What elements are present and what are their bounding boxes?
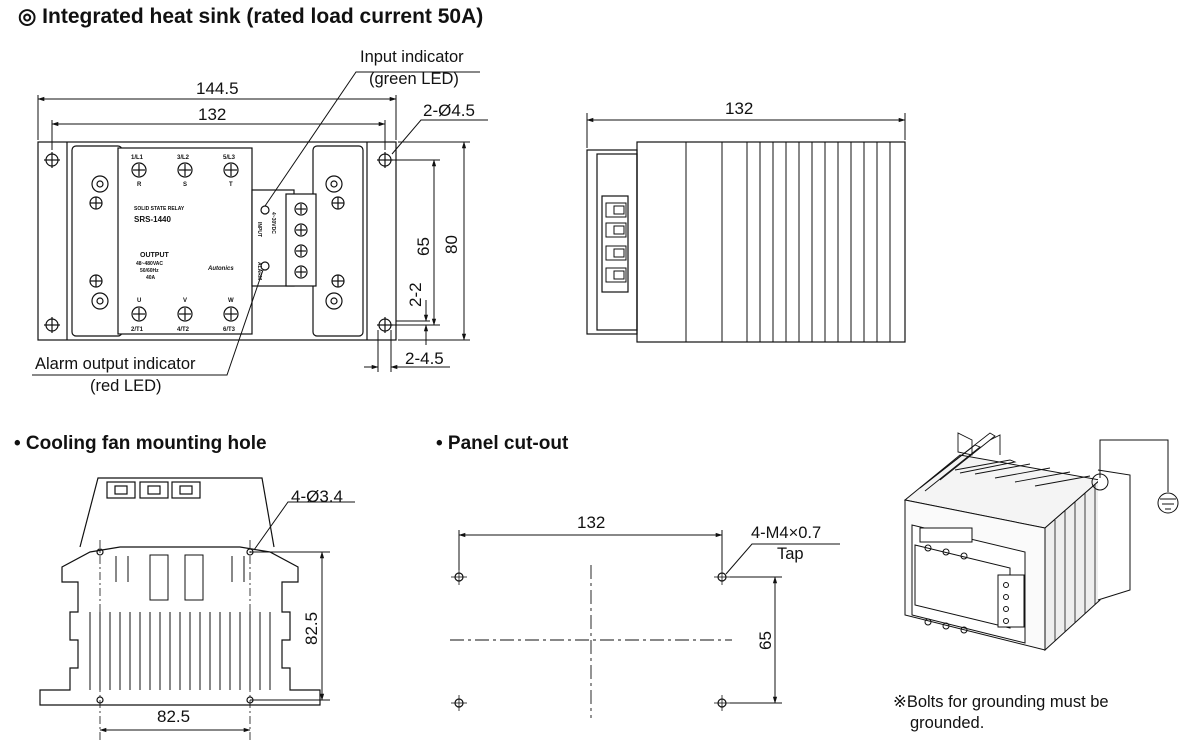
section-cutout-title: • Panel cut-out — [436, 433, 569, 454]
side-view — [586, 113, 906, 343]
dim-cutout-width: 132 — [577, 513, 606, 532]
terminal-2t1: 2/T1 — [131, 327, 144, 333]
left-clamp — [71, 145, 123, 337]
fan-view — [39, 477, 355, 742]
input-indicator-label: Input indicator — [360, 48, 464, 66]
fan-heatsink-outline — [39, 546, 321, 706]
section-fan-title: • Cooling fan mounting hole — [14, 433, 267, 454]
dim-cutout-height: 65 — [756, 631, 775, 650]
dim-hole-pitch: 132 — [198, 105, 227, 124]
terminal-6t3: 6/T3 — [223, 327, 236, 333]
relay-label: SOLID STATE RELAY — [134, 206, 185, 212]
ground-note-line2: grounded. — [910, 714, 985, 732]
side-relay-body — [586, 149, 638, 335]
dim-front-offset-vertical: 2-2 — [406, 282, 425, 307]
dim-hole-callout: 2-Ø4.5 — [423, 101, 475, 120]
dim-overall-width: 144.5 — [196, 79, 239, 98]
alarm-indicator-sublabel: (red LED) — [90, 377, 162, 395]
tap-callout-sublabel: Tap — [777, 545, 804, 563]
ground-symbol-icon — [1157, 492, 1179, 514]
relay-voltage: 48~480VAC — [136, 261, 163, 267]
cutout-holes — [451, 569, 730, 711]
front-view — [32, 71, 480, 376]
relay-input-voltage: 4~30VDC — [270, 212, 276, 234]
phase-w: W — [228, 298, 234, 304]
dim-fan-vertical: 82.5 — [302, 612, 321, 645]
alarm-indicator-label: Alarm output indicator — [35, 355, 196, 373]
iso-input-terminals — [1003, 582, 1009, 624]
dim-side-width: 132 — [725, 99, 754, 118]
phase-v: V — [183, 298, 187, 304]
clamp-screws — [89, 175, 345, 310]
dim-front-height: 80 — [442, 235, 461, 254]
phase-r: R — [137, 182, 142, 188]
relay-input: INPUT — [256, 222, 262, 237]
side-heatsink — [636, 141, 906, 343]
dim-offset-horizontal: 2-4.5 — [405, 349, 444, 368]
terminal-4t2: 4/T2 — [177, 327, 190, 333]
ground-note-line1: ※Bolts for grounding must be — [893, 693, 1109, 711]
front-base-plate — [37, 141, 397, 341]
terminal-5l3: 5/L3 — [223, 155, 236, 161]
fan-fins — [89, 554, 271, 690]
front-mounting-holes — [44, 152, 393, 333]
relay-model: SRS-1440 — [134, 215, 171, 224]
fan-relay-outline — [79, 477, 275, 548]
relay-brand: Autonics — [207, 266, 234, 272]
isometric-view — [903, 432, 1179, 652]
page-title: ◎ Integrated heat sink (rated load curre… — [18, 5, 484, 28]
relay-output: OUTPUT — [140, 252, 170, 259]
tap-callout-label: 4-M4×0.7 — [751, 524, 822, 542]
relay-frequency: 50/60Hz — [140, 268, 159, 274]
terminal-1l1: 1/L1 — [131, 155, 144, 161]
side-terminal-block — [601, 195, 629, 293]
cutout-view — [450, 530, 840, 718]
relay-current: 40A — [146, 275, 156, 281]
relay-alarm: ALARM — [256, 262, 262, 280]
phase-s: S — [183, 182, 187, 188]
dim-front-hole-vertical: 65 — [414, 237, 433, 256]
input-indicator-sublabel: (green LED) — [369, 70, 459, 88]
phase-t: T — [229, 182, 233, 188]
side-fins — [685, 142, 891, 342]
front-dimensions — [37, 95, 488, 372]
relay-body — [117, 147, 253, 335]
dim-fan-hole-callout: 4-Ø3.4 — [291, 487, 343, 506]
phase-u: U — [137, 298, 141, 304]
relay-terminals — [131, 162, 308, 322]
dim-fan-horizontal: 82.5 — [157, 707, 191, 726]
terminal-3l2: 3/L2 — [177, 155, 190, 161]
